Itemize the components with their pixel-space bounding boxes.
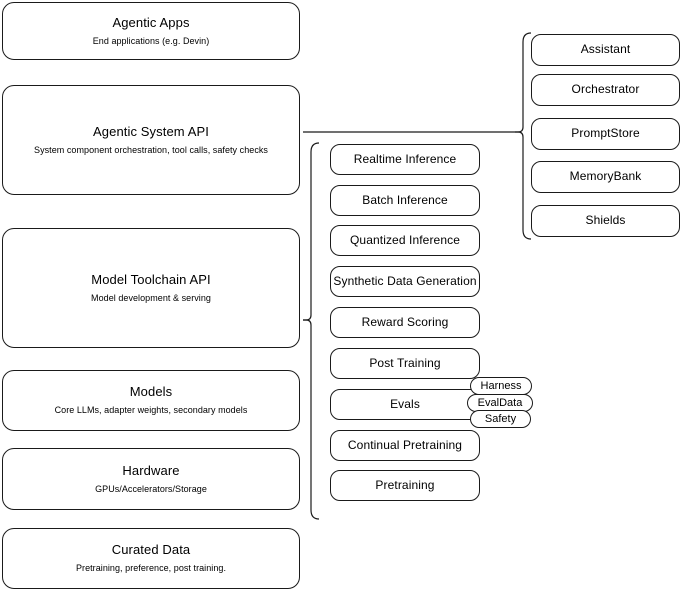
badge-label: Harness [480,380,522,392]
layer-subtitle: GPUs/Accelerators/Storage [95,483,207,494]
layer-box-curated-data[interactable]: Curated Data Pretraining, preference, po… [2,528,300,589]
capability-label: Batch Inference [362,192,448,207]
badge-harness[interactable]: Harness [470,377,532,395]
layer-title: Agentic System API [93,123,209,139]
layer-title: Model Toolchain API [91,271,211,287]
capability-box-reward-scoring[interactable]: Reward Scoring [330,307,480,338]
capability-label: Evals [390,396,420,411]
capability-box-pretraining[interactable]: Pretraining [330,470,480,501]
capability-label: Post Training [369,355,441,370]
component-label: Shields [585,213,626,228]
layer-box-hardware[interactable]: Hardware GPUs/Accelerators/Storage [2,448,300,510]
badge-label: Safety [484,413,517,425]
layer-subtitle: End applications (e.g. Devin) [92,35,210,46]
capability-box-quantized-inference[interactable]: Quantized Inference [330,225,480,256]
component-box-assistant[interactable]: Assistant [531,34,680,66]
layer-box-agentic-system-api[interactable]: Agentic System API System component orch… [2,85,300,195]
component-label: Assistant [580,42,631,57]
layer-subtitle: System component orchestration, tool cal… [34,144,268,155]
component-box-shields[interactable]: Shields [531,205,680,237]
layer-title: Curated Data [111,542,191,558]
component-label: MemoryBank [569,169,642,184]
capability-label: Realtime Inference [353,151,457,166]
layer-subtitle: Core LLMs, adapter weights, secondary mo… [54,405,248,416]
capability-label: Pretraining [375,477,435,492]
layer-title: Models [129,384,173,400]
component-label: Orchestrator [571,82,640,97]
layer-box-models[interactable]: Models Core LLMs, adapter weights, secon… [2,370,300,431]
capability-box-evals[interactable]: Evals [330,389,480,420]
capability-label: Synthetic Data Generation [333,273,477,288]
badge-label: EvalData [477,397,523,409]
layer-title: Agentic Apps [112,14,190,30]
capability-box-realtime-inference[interactable]: Realtime Inference [330,144,480,175]
capability-label: Continual Pretraining [347,437,463,452]
capability-box-batch-inference[interactable]: Batch Inference [330,185,480,216]
badge-safety[interactable]: Safety [470,410,531,428]
layer-subtitle: Pretraining, preference, post training. [75,563,227,574]
layer-title: Hardware [122,462,180,478]
layer-subtitle: Model development & serving [91,292,211,303]
capability-label: Quantized Inference [350,232,460,247]
layer-box-agentic-apps[interactable]: Agentic Apps End applications (e.g. Devi… [2,2,300,60]
component-box-orchestrator[interactable]: Orchestrator [531,74,680,106]
layer-box-model-toolchain-api[interactable]: Model Toolchain API Model development & … [2,228,300,348]
component-label: PromptStore [571,126,640,141]
capability-box-synthetic-data-generation[interactable]: Synthetic Data Generation [330,266,480,297]
capability-label: Reward Scoring [361,314,449,329]
badge-evaldata[interactable]: EvalData [467,394,533,412]
capability-box-continual-pretraining[interactable]: Continual Pretraining [330,430,480,461]
component-box-memorybank[interactable]: MemoryBank [531,161,680,193]
component-box-promptstore[interactable]: PromptStore [531,118,680,150]
capability-box-post-training[interactable]: Post Training [330,348,480,379]
